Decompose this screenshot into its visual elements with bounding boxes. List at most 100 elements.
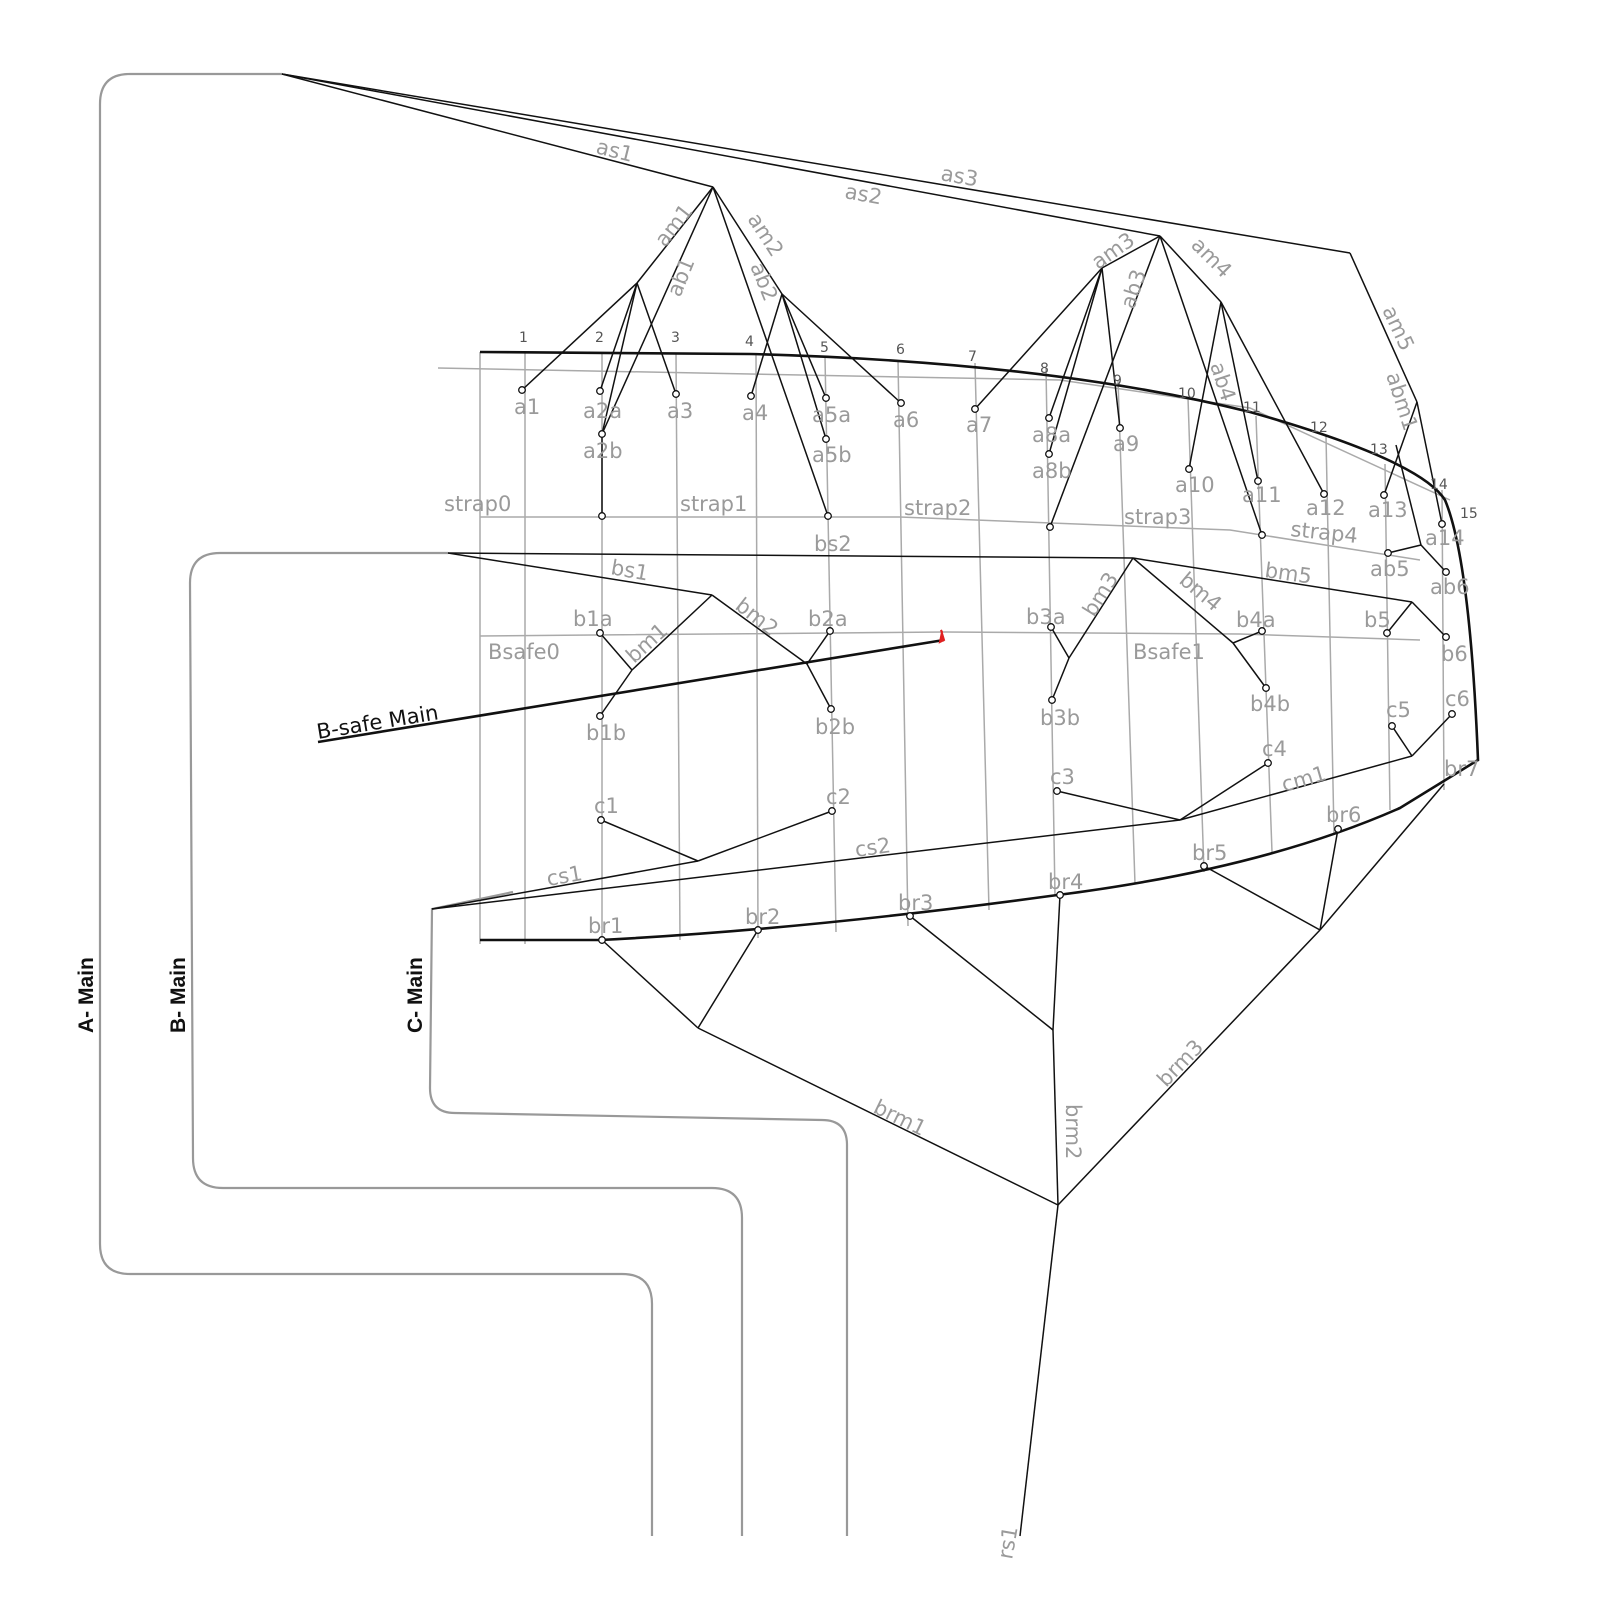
- label-cs1: cs1: [545, 861, 584, 891]
- label-as2: as2: [843, 179, 884, 209]
- panel-outline: [479, 350, 1480, 942]
- label-c5: c5: [1386, 698, 1411, 722]
- label-br3: br3: [898, 891, 933, 915]
- label-a10: a10: [1175, 473, 1215, 497]
- label-bsafe0: Bsafe0: [488, 640, 560, 664]
- line-number: 7: [968, 349, 977, 365]
- label-c-main: C- Main: [404, 957, 427, 1033]
- label-b6: b6: [1441, 642, 1468, 666]
- label-bm1: bm1: [621, 618, 672, 667]
- line-number: 1: [519, 330, 528, 346]
- label-c6: c6: [1445, 687, 1470, 711]
- label-bs2: bs2: [814, 532, 852, 556]
- label-a4: a4: [742, 401, 768, 425]
- line-number: 3: [671, 330, 680, 346]
- label-b1b: b1b: [586, 721, 626, 745]
- label-br6: br6: [1326, 803, 1361, 827]
- label-b3b: b3b: [1040, 706, 1080, 730]
- line-number: 12: [1310, 420, 1328, 436]
- line-number: 9: [1113, 373, 1122, 389]
- label-strap0: strap0: [444, 492, 511, 516]
- label-am3: am3: [1087, 228, 1139, 274]
- label-ab6: ab6: [1430, 575, 1470, 599]
- label-c2: c2: [826, 785, 851, 809]
- label-br4: br4: [1048, 870, 1083, 894]
- label-ab4: ab4: [1205, 359, 1240, 404]
- label-b1a: b1a: [573, 607, 613, 631]
- label-b5: b5: [1364, 608, 1391, 632]
- label-c1: c1: [594, 794, 619, 818]
- br-labels: br1 br2 br3 br4 br5 br6 br7 brm1 brm2 br…: [588, 757, 1479, 1561]
- label-a14: a14: [1425, 526, 1465, 550]
- a-lines: [281, 73, 1447, 573]
- attachment-points: [518, 386, 1456, 944]
- label-strap1: strap1: [680, 492, 747, 516]
- label-ab5: ab5: [1370, 557, 1410, 581]
- label-bs1: bs1: [609, 555, 650, 585]
- label-as1: as1: [594, 135, 636, 167]
- label-brm2: brm2: [1061, 1104, 1085, 1159]
- label-rs1: rs1: [993, 1524, 1022, 1561]
- label-bm4: bm4: [1175, 567, 1227, 616]
- line-number: 14: [1430, 477, 1448, 493]
- b-safe-main-line: [317, 638, 945, 744]
- label-c4: c4: [1262, 737, 1287, 761]
- a-line-labels: as1 as2 as3 am1 am2 ab1 ab2 am3 ab3 am4 …: [594, 135, 1423, 434]
- label-br7: br7: [1444, 757, 1479, 781]
- label-ab3: ab3: [1116, 267, 1151, 312]
- label-a7: a7: [966, 413, 992, 437]
- line-number: 6: [896, 342, 905, 358]
- line-number: 4: [745, 334, 754, 350]
- label-b-main: B- Main: [167, 957, 190, 1033]
- label-b3a: b3a: [1026, 605, 1066, 629]
- label-a2b: a2b: [583, 439, 623, 463]
- label-as3: as3: [939, 161, 980, 191]
- label-bm5: bm5: [1263, 558, 1313, 588]
- strap-labels: strap0 strap1 strap2 strap3 strap4: [444, 492, 1359, 548]
- line-number: 2: [595, 330, 604, 346]
- b-main-line: [188, 551, 744, 1536]
- label-c3: c3: [1050, 765, 1075, 789]
- label-strap4: strap4: [1289, 517, 1359, 548]
- label-a3: a3: [667, 399, 693, 423]
- line-number: 5: [820, 340, 829, 356]
- label-b-safe-main: B-safe Main: [315, 700, 440, 744]
- label-strap3: strap3: [1124, 505, 1191, 529]
- label-cs2: cs2: [853, 833, 892, 862]
- label-a-main: A- Main: [75, 957, 98, 1033]
- a-main-line: [98, 72, 654, 1536]
- label-bm3: bm3: [1078, 568, 1123, 621]
- label-brm1: brm1: [870, 1095, 930, 1141]
- label-b4a: b4a: [1236, 608, 1276, 632]
- b-lines: [447, 552, 1447, 717]
- line-numbers: 1 2 3 4 5 6 7 8 9 10 11 12 13 14 15: [519, 330, 1478, 522]
- label-a8b: a8b: [1032, 459, 1072, 483]
- label-br2: br2: [745, 905, 780, 929]
- label-ab1: ab1: [662, 254, 699, 300]
- label-b2b: b2b: [815, 715, 855, 739]
- a-point-labels: a1 a2a a2b a3 a4 a5a a5b a6 a7 a8a a8b a…: [514, 395, 1470, 599]
- label-am1: am1: [650, 200, 698, 252]
- c-lines: [431, 713, 1453, 910]
- line-number: 10: [1178, 386, 1196, 402]
- line-number: 11: [1243, 400, 1261, 416]
- label-a8a: a8a: [1032, 423, 1071, 447]
- label-am2: am2: [743, 209, 789, 261]
- label-a6: a6: [893, 408, 919, 432]
- label-strap2: strap2: [904, 496, 971, 520]
- c-labels: c1 c2 c3 c4 c5 c6 cs1 cs2 cm1: [545, 687, 1470, 891]
- label-a9: a9: [1113, 432, 1139, 456]
- label-br5: br5: [1192, 841, 1227, 865]
- label-brm3: brm3: [1152, 1035, 1208, 1092]
- label-a1: a1: [514, 395, 540, 419]
- line-number: 8: [1040, 361, 1049, 377]
- label-b4b: b4b: [1250, 692, 1290, 716]
- line-number: 15: [1460, 506, 1478, 522]
- label-am4: am4: [1186, 233, 1236, 283]
- line-number: 13: [1370, 442, 1388, 458]
- label-a2a: a2a: [583, 399, 622, 423]
- c-main-line: [428, 890, 849, 1536]
- br-lines: [601, 783, 1445, 1537]
- label-b2a: b2a: [808, 607, 848, 631]
